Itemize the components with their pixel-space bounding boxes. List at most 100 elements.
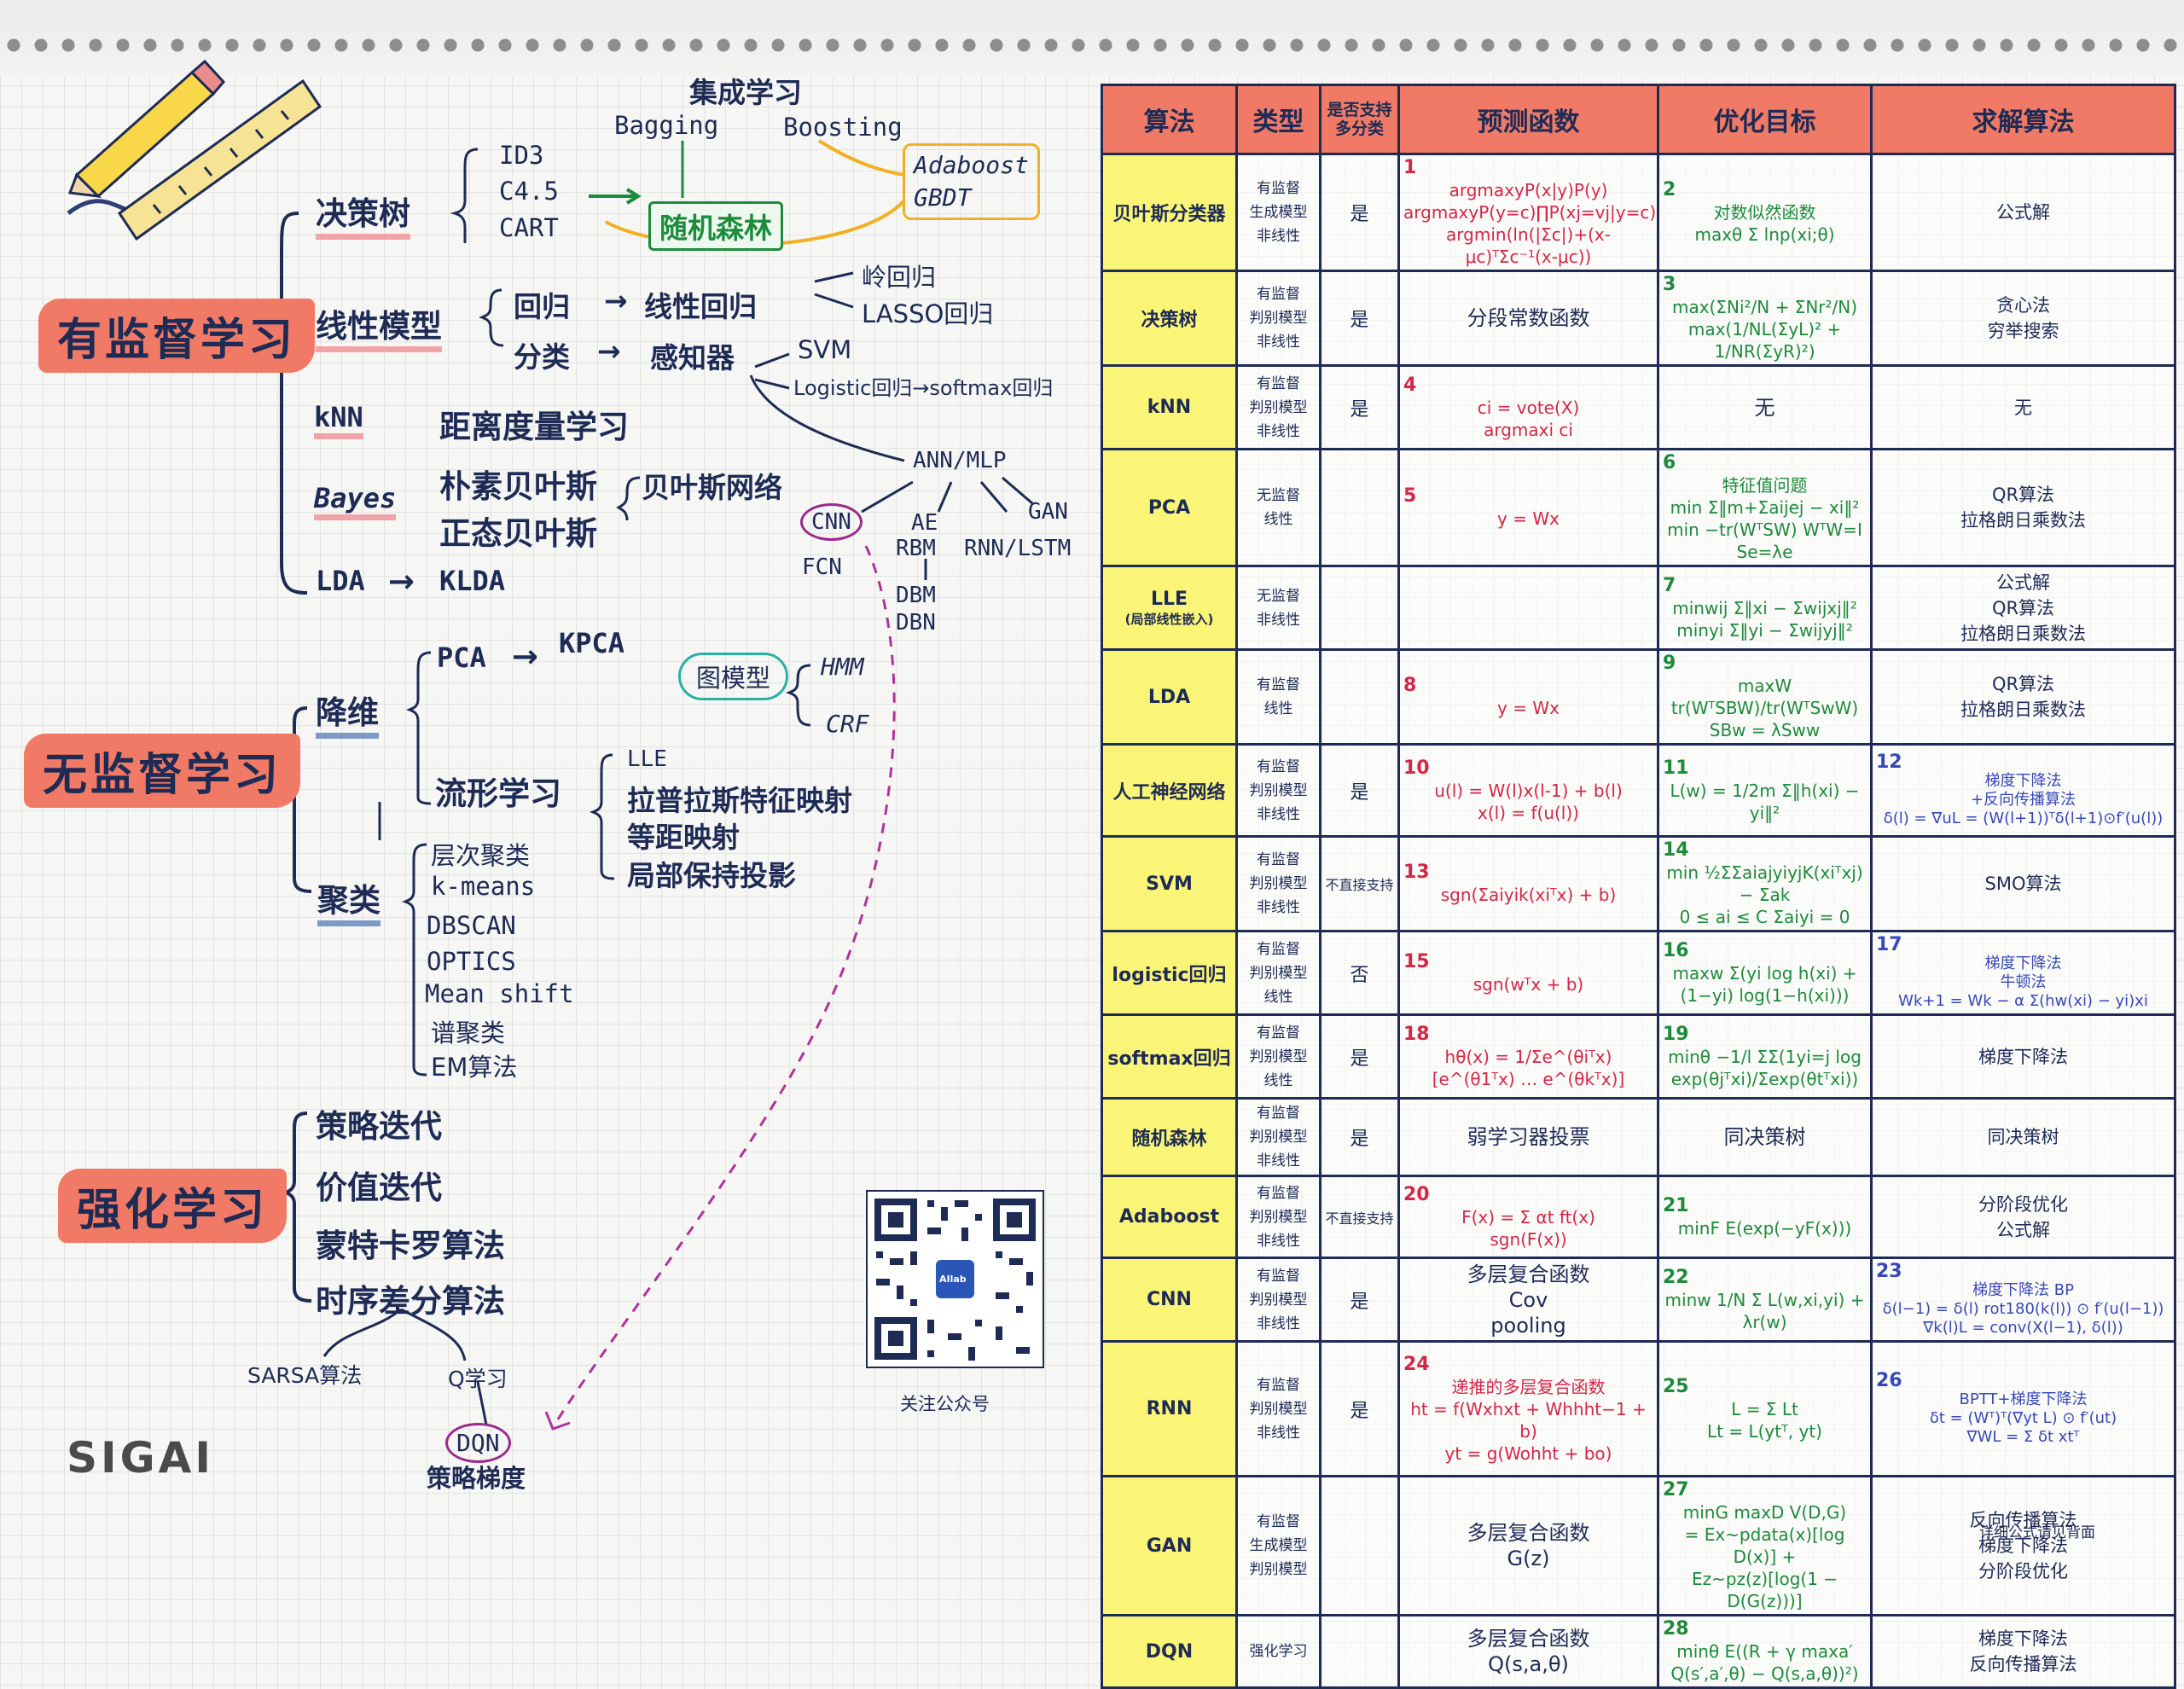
multi-class-cell: 是 (1319, 1257, 1400, 1343)
header-algo: 算法 (1101, 84, 1238, 155)
solver-line: 公式解 (1996, 572, 2050, 593)
lda-arrow: → (388, 563, 415, 600)
solver-cell: 同决策树 (1870, 1097, 2176, 1177)
algo-cell: 贝叶斯分类器 (1101, 153, 1238, 272)
algo-subtitle: (局部线性嵌入) (1124, 611, 1214, 627)
prediction-cell: 弱学习器投票 (1397, 1097, 1659, 1177)
algo-cell: LDA (1101, 648, 1238, 746)
optimization-line: maxW tr(WᵀSBW)/tr(WᵀSwW) (1670, 676, 1859, 718)
multi-class-value: 是 (1350, 1048, 1369, 1070)
algo-cell: logistic回归 (1101, 930, 1238, 1016)
algo-name: 随机森林 (1131, 1129, 1207, 1150)
type-line: 线性 (1263, 511, 1293, 528)
multi-class-cell (1319, 1614, 1400, 1689)
type-cell: 有监督判别模型非线性 (1235, 1257, 1321, 1343)
algo-name: DQN (1145, 1640, 1194, 1663)
prediction-formula-number: 15 (1403, 950, 1430, 972)
solver-line: 梯度下降法 (1978, 1628, 2068, 1649)
solver-formula-number: 17 (1876, 933, 1902, 955)
optimization-formula-number: 11 (1663, 757, 1689, 779)
multi-class-cell: 是 (1319, 1097, 1400, 1177)
prediction-line: 递推的多层复合函数 (1451, 1376, 1606, 1397)
graph-model-label: 图模型 (678, 653, 789, 700)
type-line: 判别模型 (1249, 781, 1308, 799)
ridge-label: 岭回归 (862, 263, 937, 292)
fcn-label: FCN (802, 554, 842, 580)
linear-regression-label: 线性回归 (644, 290, 757, 323)
prediction-line: Q(s,a,θ) (1488, 1652, 1569, 1676)
solver-line: 公式解 (1996, 202, 2050, 223)
adaboost-label: Adaboost (914, 151, 1029, 179)
algo-cell: softmax回归 (1101, 1013, 1238, 1100)
solver-line: δ(l−1) = δ(l) rot180(k(l)) ⊙ f′(u(l−1)) (1882, 1299, 2164, 1318)
algorithm-table: 算法 类型 是否支持多分类 预测函数 优化目标 求解算法 贝叶斯分类器有监督生成… (1101, 84, 2176, 1689)
type-cell: 强化学习 (1235, 1614, 1321, 1689)
dbscan-label: DBSCAN (427, 911, 516, 940)
algo-name: 决策树 (1141, 310, 1198, 331)
solver-line: QR算法 (1991, 597, 2055, 618)
category-supervised: 有监督学习 (38, 299, 316, 373)
optimization-cell: 同决策树 (1657, 1097, 1873, 1177)
dqn-label: DQN (445, 1423, 511, 1463)
type-cell: 有监督判别模型非线性 (1235, 1340, 1321, 1477)
lpp-label: 局部保持投影 (627, 859, 796, 892)
classify-label: 分类 (514, 340, 570, 374)
knn-label: kNN (314, 401, 363, 439)
policy-iter-label: 策略迭代 (316, 1108, 442, 1145)
optimization-line: minθ E((R + γ maxa′ Q(s′,a′,θ) − Q(s,a,θ… (1670, 1641, 1859, 1684)
optimization-formula-number: 16 (1663, 939, 1689, 961)
solver-cell: 梯度下降法反向传播算法 (1870, 1614, 2176, 1689)
type-line: 非线性 (1257, 611, 1300, 629)
rnn-lstm-label: RNN/LSTM (964, 536, 1072, 561)
prediction-line: sgn(wᵀx + b) (1472, 973, 1584, 995)
algo-name: LLE (1150, 588, 1188, 610)
ae-label: AE (911, 510, 938, 536)
dbm-label: DBM (896, 583, 936, 608)
type-line: 有监督 (1257, 1376, 1300, 1394)
optimization-line: maxw Σ(yi log h(xi) + (1−yi) log(1−h(xi)… (1672, 962, 1857, 1006)
solver-line: 拉格朗日乘数法 (1960, 699, 2086, 720)
qr-caption: 关注公众号 (900, 1394, 990, 1414)
prediction-line: Cov (1508, 1287, 1548, 1312)
type-line: 判别模型 (1249, 1291, 1308, 1309)
multi-class-cell (1319, 648, 1400, 746)
algo-name: Adaboost (1118, 1206, 1220, 1228)
optimization-line: minwij Σ‖xi − Σwijxj‖² (1672, 597, 1857, 618)
monte-carlo-label: 蒙特卡罗算法 (316, 1228, 505, 1264)
algo-cell: 决策树 (1101, 270, 1238, 367)
solver-line: 梯度下降法 BP (1972, 1280, 2074, 1299)
optimization-line: Lt = L(ytᵀ, yt) (1707, 1420, 1822, 1442)
solver-line: 分阶段优化 (1978, 1561, 2068, 1582)
prediction-formula-number: 8 (1403, 675, 1417, 696)
solver-cell: 无 (1870, 364, 2176, 450)
dimred-label: 降维 (316, 687, 379, 739)
algo-name: GAN (1146, 1535, 1193, 1557)
optimization-line: 0 ≤ ai ≤ C Σaiyi = 0 (1679, 907, 1850, 927)
prediction-formula-number: 10 (1403, 757, 1430, 779)
optimization-formula-number: 7 (1663, 574, 1676, 596)
qr-center-label: AIlab (939, 1274, 967, 1285)
prediction-line: sgn(Σaiyik(xiᵀx) + b) (1440, 885, 1617, 905)
normal-bayes-label: 正态贝叶斯 (439, 515, 597, 552)
prediction-line: 弱学习器投票 (1467, 1125, 1590, 1149)
solver-cell: 贪心法穷举搜索 (1870, 270, 2176, 367)
type-line: 强化学习 (1249, 1643, 1308, 1660)
algo-name: RNN (1146, 1398, 1193, 1419)
type-line: 判别模型 (1249, 398, 1308, 416)
optimization-formula-number: 27 (1663, 1479, 1689, 1500)
type-cell: 无监督线性 (1235, 448, 1321, 567)
optimization-line: minθ −1/l ΣΣ(1yi=j log exp(θjᵀxi)/Σexp(θ… (1668, 1046, 1862, 1089)
